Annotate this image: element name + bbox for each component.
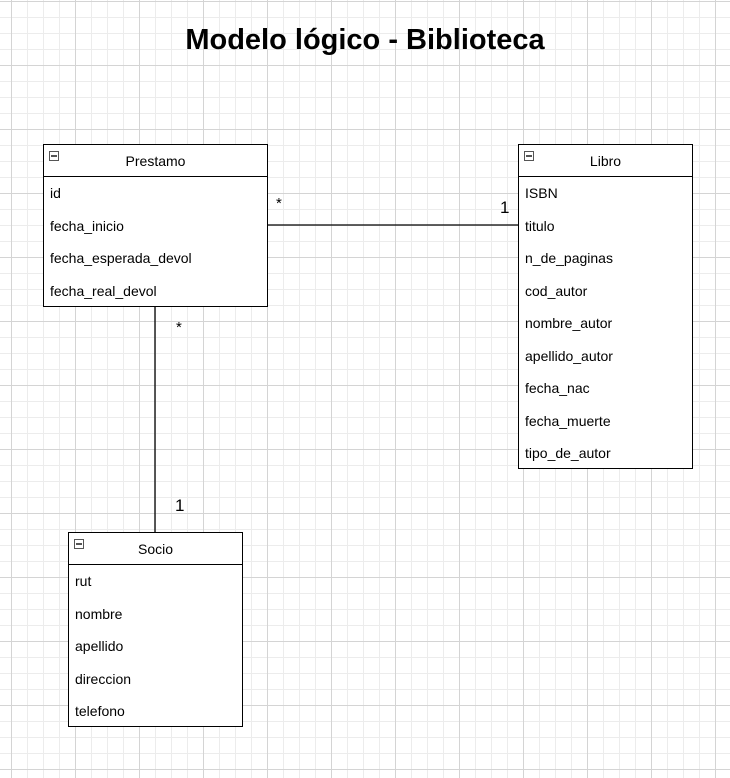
attribute-fecha-real-devol[interactable]: fecha_real_devol [50, 282, 157, 299]
entity-libro-attributes: ISBN titulo n_de_paginas cod_autor nombr… [519, 177, 692, 470]
entity-prestamo-header[interactable]: Prestamo [44, 145, 267, 177]
attribute-id[interactable]: id [50, 185, 61, 201]
entity-libro-header[interactable]: Libro [519, 145, 692, 177]
multiplicity-prestamo-libro-libro-end: 1 [500, 198, 510, 217]
collapse-minus-icon[interactable] [524, 151, 534, 161]
attribute-nombre-autor[interactable]: nombre_autor [525, 315, 613, 331]
multiplicity-prestamo-socio-socio-end: 1 [175, 496, 185, 515]
attribute-fecha-esperada-devol[interactable]: fecha_esperada_devol [50, 250, 192, 266]
attribute-cod-autor[interactable]: cod_autor [525, 282, 588, 299]
attribute-telefono[interactable]: telefono [75, 703, 125, 719]
multiplicity-prestamo-socio-prestamo-end: * [176, 319, 182, 336]
attribute-isbn[interactable]: ISBN [525, 185, 558, 201]
attribute-apellido[interactable]: apellido [75, 638, 124, 654]
attribute-n-de-paginas[interactable]: n_de_paginas [525, 250, 613, 266]
entity-prestamo-name: Prestamo [125, 153, 186, 169]
entity-prestamo-attributes: id fecha_inicio fecha_esperada_devol fec… [44, 177, 267, 307]
attribute-nombre[interactable]: nombre [75, 605, 123, 622]
attribute-tipo-de-autor[interactable]: tipo_de_autor [525, 445, 611, 461]
attribute-fecha-muerte[interactable]: fecha_muerte [525, 412, 611, 429]
entity-libro-name: Libro [589, 153, 622, 169]
attribute-fecha-inicio[interactable]: fecha_inicio [50, 217, 124, 234]
attribute-fecha-nac[interactable]: fecha_nac [525, 380, 590, 396]
attribute-direccion[interactable]: direccion [75, 670, 132, 687]
collapse-minus-icon[interactable] [74, 539, 84, 549]
attribute-titulo[interactable]: titulo [525, 217, 555, 234]
entity-socio[interactable]: Socio rut nombre apellido direccion tele… [68, 532, 243, 727]
entity-socio-attributes: rut nombre apellido direccion telefono [69, 565, 242, 728]
collapse-minus-icon[interactable] [49, 151, 59, 161]
multiplicity-prestamo-libro-prestamo-end: * [276, 195, 282, 212]
diagram-title: Modelo lógico - Biblioteca [185, 24, 545, 56]
attribute-apellido-autor[interactable]: apellido_autor [525, 347, 613, 364]
attribute-rut[interactable]: rut [75, 573, 92, 589]
entity-socio-header[interactable]: Socio [69, 533, 242, 565]
entity-prestamo[interactable]: Prestamo id fecha_inicio fecha_esperada_… [43, 144, 268, 307]
entity-libro[interactable]: Libro ISBN titulo n_de_paginas cod_autor… [518, 144, 693, 469]
entity-socio-name: Socio [137, 541, 174, 557]
